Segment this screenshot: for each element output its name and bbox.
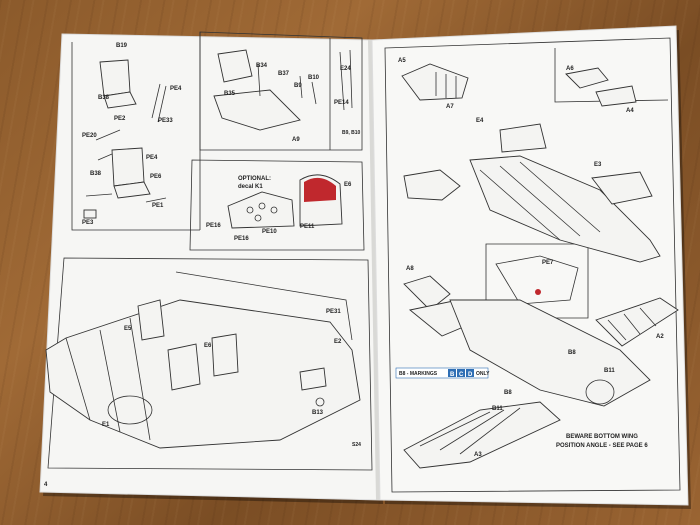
label-pe14: PE14 [334,100,349,106]
label-e6-second: E6 [204,343,212,349]
label-pe2: PE2 [114,116,126,122]
label-e24: E24 [340,66,351,72]
label-pe16: PE16 [206,223,221,229]
markings-prefix: B8 - MARKINGS [399,371,438,377]
right-page-labels: A5 A7 A6 A4 E4 E3 PE7 A8 B8 A2 B11 B8 B1… [398,58,664,458]
label-b9-b10: B9, B10 [342,130,361,136]
label-b8-second: B8 [504,390,512,396]
markings-suffix: ONLY [476,371,490,377]
label-pe4-second: PE4 [146,155,158,161]
label-b13: B13 [312,410,324,416]
label-pe31: PE31 [326,309,341,315]
label-pe20: PE20 [82,133,97,139]
label-s24: S24 [352,442,361,448]
red-detail-dot [535,289,541,295]
label-a3: A3 [474,452,482,458]
label-b9: B9 [294,83,302,89]
label-b19: B19 [116,43,128,49]
label-a6: A6 [566,66,574,72]
label-pe3: PE3 [82,220,94,226]
label-pe11: PE11 [300,224,315,230]
label-b38-second: B38 [90,171,102,177]
fuselage-assembly-drawing [403,123,661,263]
warning-line-1: BEWARE BOTTOM WING [566,434,638,440]
label-pe10: PE10 [262,229,277,235]
fuselage-interior-drawing [45,271,361,449]
label-e6: E6 [344,182,352,188]
label-e4: E4 [476,118,484,124]
page-number: 4 [44,482,48,488]
label-b34: B34 [256,63,268,69]
marking-letter-c: C [459,372,464,378]
label-b11: B11 [604,368,615,374]
label-b10: B10 [308,75,320,81]
label-a5: A5 [398,58,406,64]
warning-line-2: POSITION ANGLE - SEE PAGE 6 [556,443,648,449]
label-pe6: PE6 [150,174,162,180]
label-e5: E5 [124,326,132,332]
label-a8: A8 [406,266,414,272]
main-wing-assembly-drawing [403,275,679,469]
label-pe7: PE7 [542,260,554,266]
label-b37: B37 [278,71,290,77]
tailplane-drawing [401,63,637,107]
left-page-labels: B19 B38 PE4 PE2 PE33 PE20 B38 PE4 PE6 PE… [44,43,361,488]
label-e1: E1 [102,422,110,428]
label-a2: A2 [656,334,664,340]
label-a4: A4 [626,108,634,114]
label-pe1: PE1 [152,203,164,209]
seat-assembly-drawing [83,59,167,219]
label-pe33: PE33 [158,118,173,124]
markings-bar: B8 - MARKINGS B C D ONLY [395,367,490,379]
label-pe16-second: PE16 [234,236,249,242]
label-b38: B38 [98,95,110,101]
instrument-panel-drawing [227,174,343,229]
marking-letter-d: D [468,372,473,378]
label-a9: A9 [292,137,300,143]
decal-label: decal K1 [238,184,263,190]
label-pe4: PE4 [170,86,182,92]
detail-inset-drawing [495,255,579,305]
marking-letter-b: B [450,372,455,378]
optional-label: OPTIONAL: [238,176,271,182]
label-b11-second: B11 [492,406,503,412]
label-e2: E2 [334,339,342,345]
label-a7: A7 [446,104,454,110]
label-b8: B8 [568,350,576,356]
label-e3: E3 [594,162,602,168]
cockpit-frame-drawing [213,49,353,131]
label-b35: B35 [224,91,236,97]
red-decal-panel [304,177,336,202]
